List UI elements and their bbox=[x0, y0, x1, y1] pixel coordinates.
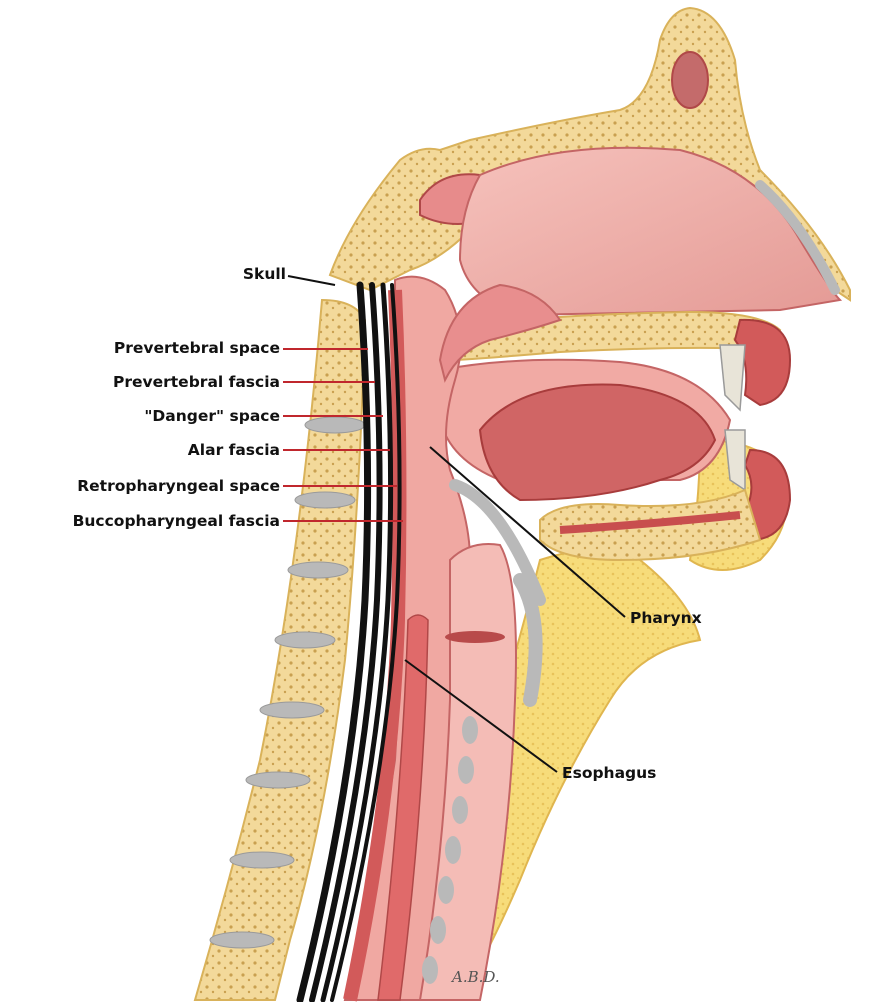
tracheal-rings bbox=[422, 716, 478, 984]
upper-lip bbox=[733, 318, 792, 407]
vocal-fold bbox=[445, 631, 505, 643]
nasal-cartilage bbox=[755, 180, 840, 295]
intervertebral-discs bbox=[209, 416, 366, 949]
label-prevertebral-space: Prevertebral space bbox=[113, 339, 280, 357]
label-prevertebral-fascia: Prevertebral fascia bbox=[113, 373, 280, 391]
label-esophagus: Esophagus bbox=[562, 764, 657, 782]
label-pharynx: Pharynx bbox=[630, 609, 702, 627]
label-danger-space: "Danger" space bbox=[144, 407, 280, 425]
tongue bbox=[478, 383, 717, 502]
epiglottis bbox=[449, 479, 546, 606]
esophagus-tube bbox=[377, 614, 429, 1001]
label-skull: Skull bbox=[242, 265, 286, 283]
leader-lines bbox=[283, 275, 626, 773]
skull-leader bbox=[287, 275, 336, 286]
artist-signature: A.B.D. bbox=[452, 968, 500, 986]
soft-palate bbox=[438, 283, 562, 383]
upper-incisor bbox=[719, 344, 746, 412]
frontal-sinus bbox=[671, 51, 709, 109]
thyroid-cartilage bbox=[513, 573, 543, 707]
label-buccopharyngeal-fascia: Buccopharyngeal fascia bbox=[72, 512, 280, 530]
vertebral-column bbox=[193, 298, 367, 1001]
floor-muscle bbox=[559, 511, 741, 534]
nasal-cavity bbox=[458, 146, 843, 317]
pharynx-leader bbox=[429, 446, 626, 618]
label-alar-fascia: Alar fascia bbox=[187, 441, 280, 459]
esophagus-leader bbox=[404, 659, 558, 773]
label-retropharyngeal-space: Retropharyngeal space bbox=[77, 477, 280, 495]
fascial-layers bbox=[296, 281, 402, 1002]
